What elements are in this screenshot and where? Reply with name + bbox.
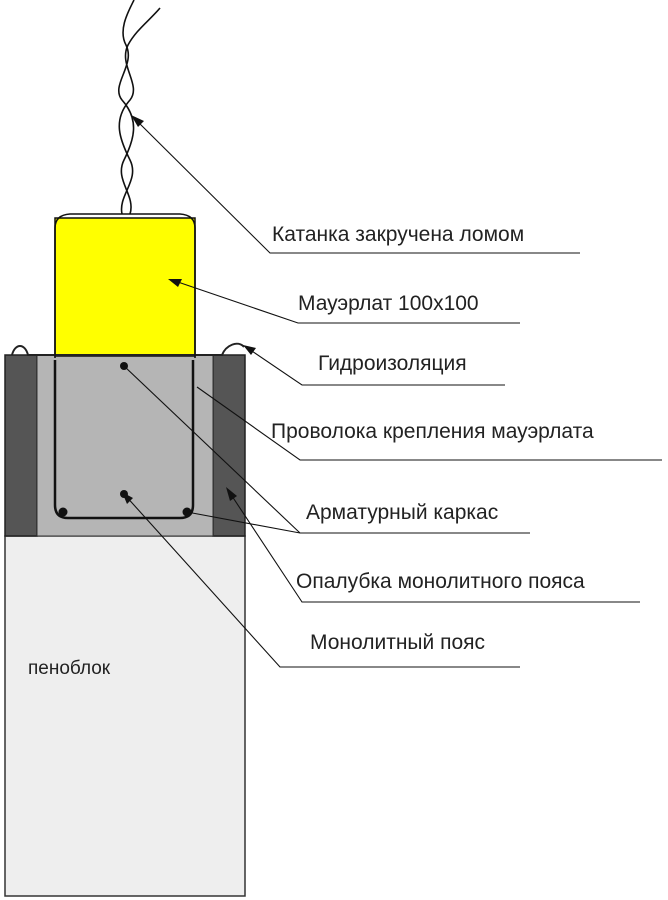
arrowhead-waterproofing [243, 345, 256, 355]
arrowhead-wire-rod [131, 115, 144, 127]
leader-rebar-to-right-point [186, 511, 530, 534]
leader-formwork [227, 489, 640, 603]
leader-monolithic-belt [123, 493, 520, 668]
formwork-left [4, 354, 38, 537]
foam-block [4, 535, 246, 897]
twisted-wire-rod-a [118, 7, 161, 215]
arrowhead-monolithic-belt [122, 492, 133, 504]
label-waterproofing: Гидроизоляция [318, 352, 467, 375]
label-monolithic-belt: Монолитный пояс [310, 631, 485, 654]
waterproofing-layer [11, 342, 245, 356]
rebar-point-left [58, 507, 68, 517]
leader-mauerlat [171, 279, 520, 324]
leader-rebar-to-wire-point [123, 365, 301, 534]
rebar-point-right [182, 507, 192, 517]
mauerlat-wire [54, 213, 196, 358]
twisted-wire-rod-b [118, 0, 135, 215]
label-rebar-cage: Арматурный каркас [306, 501, 498, 524]
label-mauerlat: Мауэрлат 100x100 [298, 292, 479, 315]
arrowhead-mauerlat [168, 279, 182, 287]
leader-mauerlat-wire [196, 386, 662, 461]
leader-wire-rod [133, 117, 580, 254]
label-mauerlat-wire: Проволока крепления мауэрлата [271, 420, 594, 443]
label-foam-block: пеноблок [28, 658, 111, 679]
leader-waterproofing [245, 346, 505, 386]
rebar-cage [53, 360, 195, 520]
arrowhead-formwork [226, 487, 237, 501]
label-formwork: Опалубка монолитного пояса [296, 570, 585, 593]
monolithic-belt [36, 354, 214, 537]
mauerlat-beam [54, 217, 196, 357]
label-wire-rod: Катанка закручена ломом [272, 223, 524, 246]
